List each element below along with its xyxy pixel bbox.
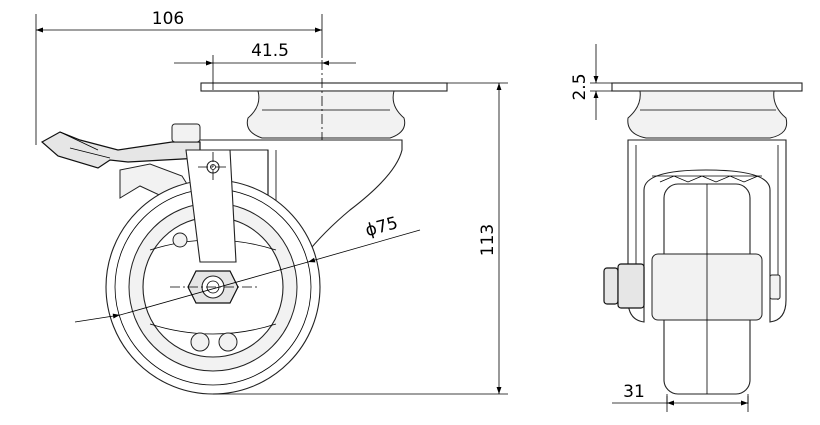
swivel-bearing (246, 90, 406, 139)
mounting-plate-front (611, 82, 803, 92)
swivel-bearing-front (627, 90, 788, 139)
dim-plate-thickness: 2.5 (570, 73, 590, 100)
dim-wheel-width: 31 (623, 382, 645, 402)
side-view (40, 60, 448, 395)
dim-overall-height: 113 (478, 224, 498, 256)
front-view (603, 82, 803, 404)
front-dimensions: 2.5 31 (570, 44, 749, 412)
side-dimensions: 106 41.5 113 ϕ75 (35, 9, 508, 395)
dim-plate-offset: 41.5 (251, 41, 289, 61)
axle-nut-front (603, 267, 619, 305)
mounting-plate (200, 82, 448, 92)
dim-overall-width: 106 (152, 9, 184, 29)
